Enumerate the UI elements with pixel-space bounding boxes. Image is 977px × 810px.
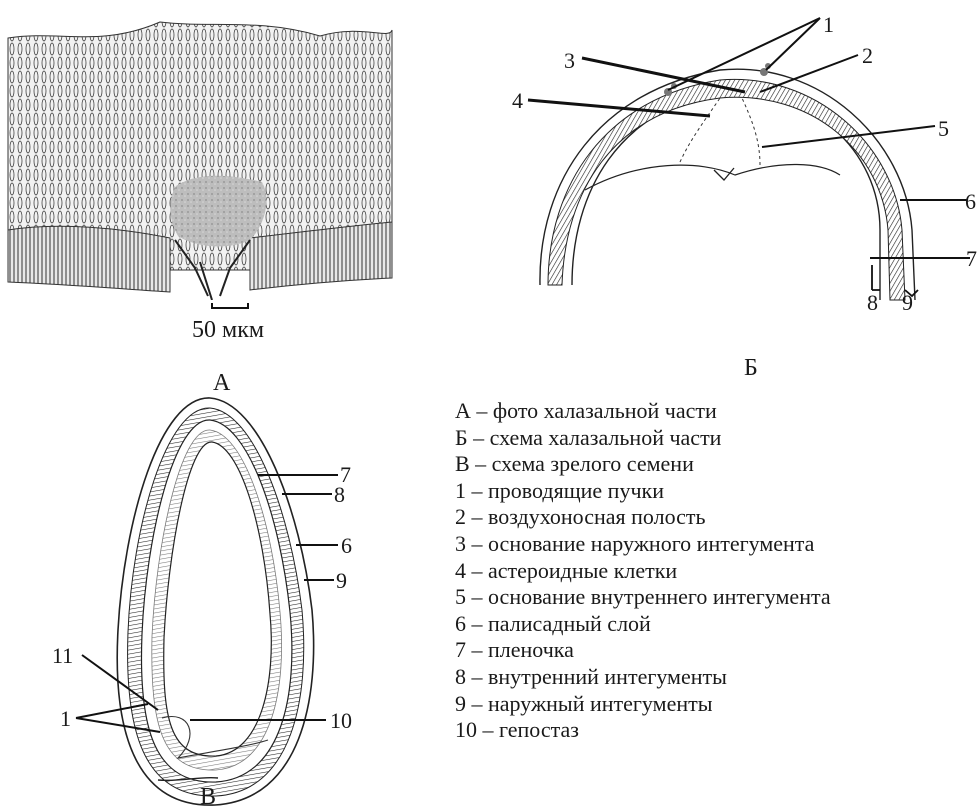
legend-item-3: 3 – основание наружного интегумента <box>455 531 970 558</box>
panel-c-callout-9: 9 <box>336 570 347 592</box>
panel-c-callout-11: 11 <box>52 645 73 667</box>
panel-b-callout-6: 6 <box>965 191 976 213</box>
mature-seed-drawing <box>0 380 420 809</box>
panel-b-callout-8: 8 <box>867 292 878 314</box>
panel-c-callout-1: 1 <box>60 708 71 730</box>
panel-c-scheme <box>0 380 420 809</box>
panel-b-callout-5: 5 <box>938 118 949 140</box>
legend-item-10: 10 – гепостаз <box>455 717 970 744</box>
legend-item-6: 6 – палисадный слой <box>455 611 970 638</box>
legend-item-8: 8 – внутренний интегументы <box>455 664 970 691</box>
legend-item-2: 2 – воздухоносная полость <box>455 504 970 531</box>
panel-c-callout-10: 10 <box>330 710 352 732</box>
legend-item-5: 5 – основание внутреннего интегумента <box>455 584 970 611</box>
legend-item-7: 7 – пленочка <box>455 637 970 664</box>
legend-item-1: 1 – проводящие пучки <box>455 478 970 505</box>
legend: А – фото халазальной части Б – схема хал… <box>455 398 970 744</box>
panel-b-callout-3: 3 <box>564 50 575 72</box>
legend-item-a: А – фото халазальной части <box>455 398 970 425</box>
chalazal-scheme-drawing <box>0 0 977 340</box>
panel-c-letter: В <box>200 785 216 809</box>
legend-item-4: 4 – астероидные клетки <box>455 558 970 585</box>
legend-item-b: Б – схема халазальной части <box>455 425 970 452</box>
panel-b-scheme <box>0 0 977 340</box>
legend-item-9: 9 – наружный интегументы <box>455 691 970 718</box>
panel-b-callout-7: 7 <box>966 248 977 270</box>
panel-b-letter: Б <box>744 356 758 380</box>
panel-c-callout-6: 6 <box>341 535 352 557</box>
panel-b-callout-9: 9 <box>902 292 913 314</box>
panel-b-callout-1: 1 <box>823 14 834 36</box>
panel-c-callout-8: 8 <box>334 484 345 506</box>
panel-b-callout-2: 2 <box>862 45 873 67</box>
legend-item-c: В – схема зрелого семени <box>455 451 970 478</box>
panel-b-callout-4: 4 <box>512 90 523 112</box>
